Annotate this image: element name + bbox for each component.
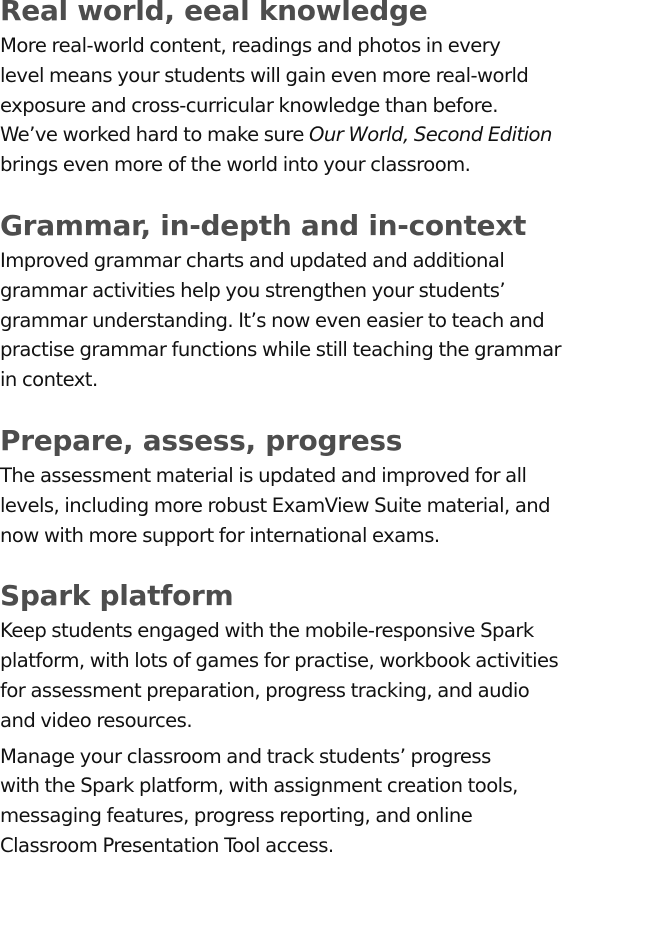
paragraph-line: for assessment preparation, progress tra… bbox=[0, 678, 530, 702]
paragraph-line: exposure and cross-curricular knowledge … bbox=[0, 93, 498, 117]
section-assessment: Prepare, assess, progress The assessment… bbox=[0, 421, 645, 550]
paragraph-line: and video resources. bbox=[0, 708, 193, 732]
paragraph-line: messaging features, progress reporting, … bbox=[0, 804, 473, 828]
section-paragraph: Manage your classroom and track students… bbox=[0, 742, 645, 861]
document-content: Real world, eeal knowledge More real-wor… bbox=[0, 0, 645, 860]
paragraph-text: We’ve worked hard to make sure bbox=[0, 123, 310, 147]
paragraph-line: Improved grammar charts and updated and … bbox=[0, 248, 505, 272]
paragraph-line: grammar activities help you strengthen y… bbox=[0, 278, 506, 302]
paragraph-line: Classroom Presentation Tool access. bbox=[0, 833, 334, 857]
section-paragraph: Improved grammar charts and updated and … bbox=[0, 246, 645, 395]
section-heading: Grammar, in-depth and in-context bbox=[0, 208, 527, 242]
section-spark-platform: Spark platform Keep students engaged wit… bbox=[0, 576, 645, 860]
paragraph-line: grammar understanding. It’s now even eas… bbox=[0, 308, 545, 332]
paragraph-line: Keep students engaged with the mobile-re… bbox=[0, 619, 534, 643]
paragraph-line: Manage your classroom and track students… bbox=[0, 744, 491, 768]
section-real-world: Real world, eeal knowledge More real-wor… bbox=[0, 0, 645, 180]
paragraph-line: brings even more of the world into your … bbox=[0, 153, 471, 177]
paragraph-line: level means your students will gain even… bbox=[0, 63, 529, 87]
section-heading: Real world, eeal knowledge bbox=[0, 0, 428, 27]
paragraph-line: now with more support for international … bbox=[0, 523, 440, 547]
section-grammar: Grammar, in-depth and in-context Improve… bbox=[0, 206, 645, 395]
section-heading: Prepare, assess, progress bbox=[0, 423, 403, 457]
book-title: Our World, Second Edition bbox=[309, 123, 552, 147]
paragraph-line: in context. bbox=[0, 368, 98, 392]
paragraph-line: practise grammar functions while still t… bbox=[0, 338, 562, 362]
paragraph-line: The assessment material is updated and i… bbox=[0, 463, 527, 487]
paragraph-line: with the Spark platform, with assignment… bbox=[0, 774, 518, 798]
paragraph-line: We’ve worked hard to make sure Our World… bbox=[0, 120, 645, 150]
section-paragraph: Keep students engaged with the mobile-re… bbox=[0, 616, 645, 735]
section-paragraph: The assessment material is updated and i… bbox=[0, 461, 645, 550]
paragraph-line: levels, including more robust ExamView S… bbox=[0, 493, 551, 517]
section-paragraph: More real-world content, readings and ph… bbox=[0, 31, 645, 180]
section-heading: Spark platform bbox=[0, 579, 234, 613]
paragraph-line: platform, with lots of games for practis… bbox=[0, 649, 559, 673]
paragraph-line: More real-world content, readings and ph… bbox=[0, 34, 501, 57]
